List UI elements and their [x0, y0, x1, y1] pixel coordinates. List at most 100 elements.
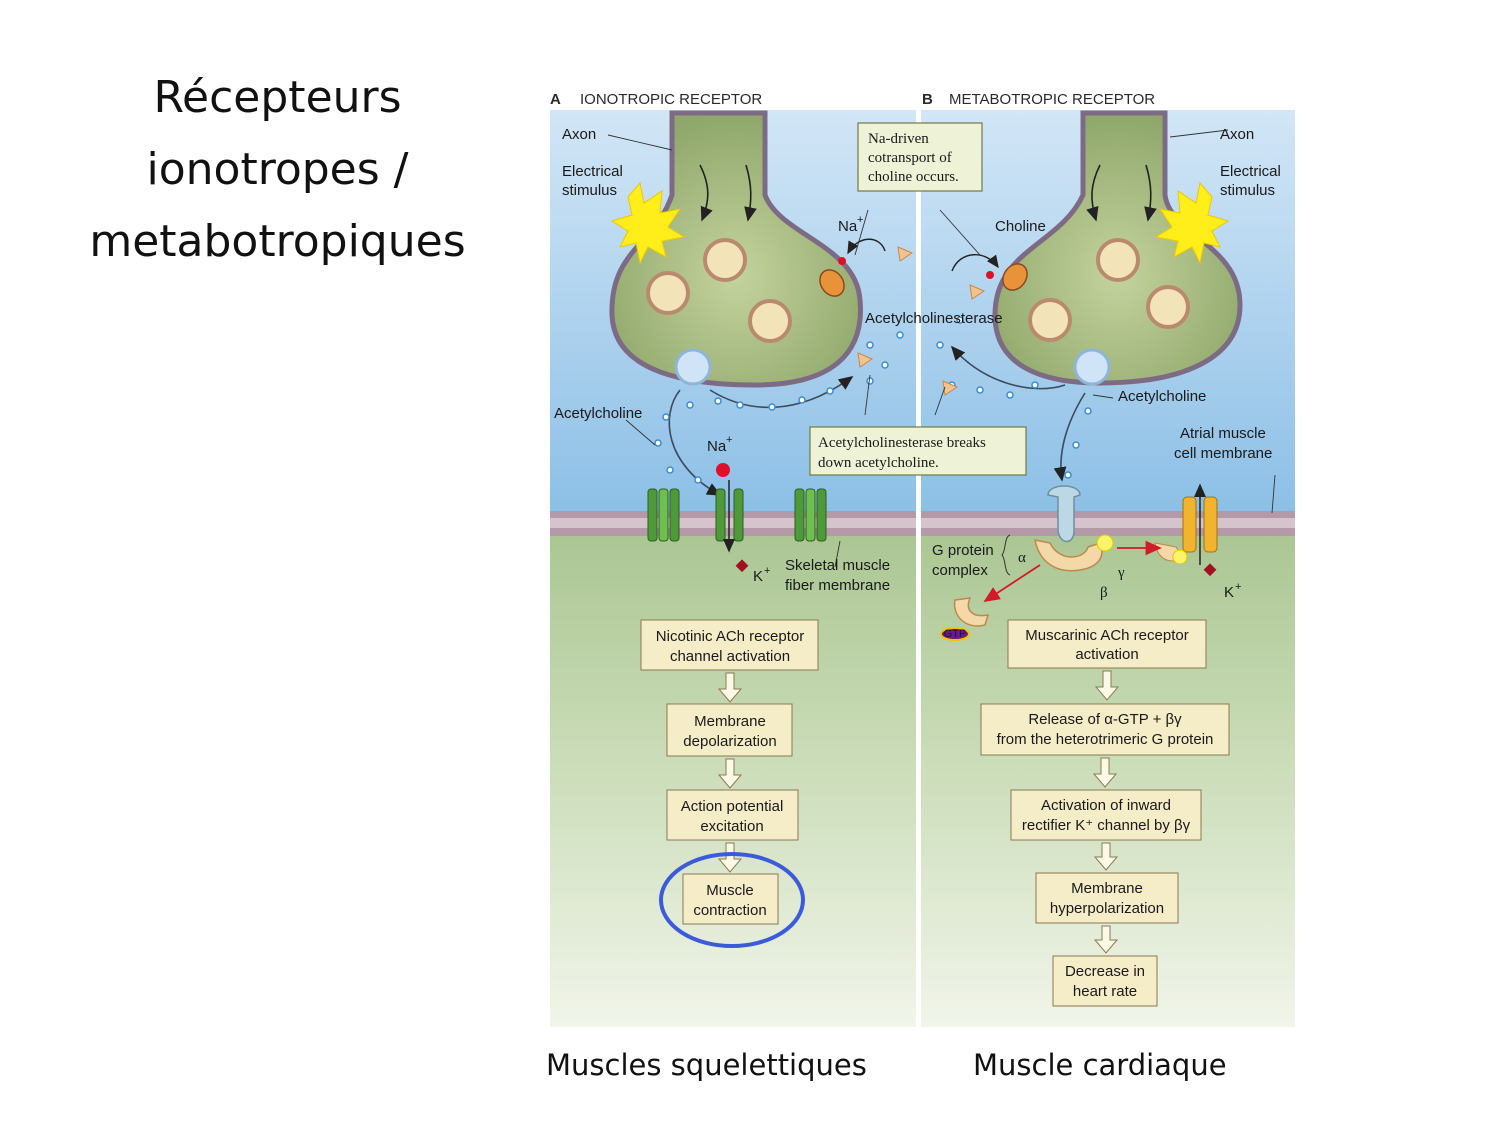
arrow-choline-reuptake-b — [951, 254, 999, 272]
slide-title-line-3: metabotropiques — [89, 216, 466, 267]
flow-b-box-5-line-1: Decrease in — [1065, 963, 1145, 980]
panel-b-nerve-terminal — [992, 110, 1243, 386]
panel-b-axon-arrow-1 — [1086, 164, 1101, 222]
flow-b-box-4-line-2: hyperpolarization — [1050, 900, 1164, 917]
flow-b-arrow-1 — [1094, 670, 1120, 701]
flow-b-box-4 — [1035, 872, 1179, 924]
callout-choline-line-1: Na-driven — [868, 131, 929, 147]
panel-a-axon-label: Axon — [562, 126, 596, 143]
panel-b-atrial-label-2: cell membrane — [1174, 445, 1272, 462]
flow-b-box-3-line-1: Activation of inward — [1041, 797, 1171, 814]
callout-choline-line-2: cotransport of — [868, 150, 952, 166]
gtp-label: GTP — [944, 628, 967, 640]
panel-b-k-channel — [1154, 483, 1218, 577]
panel-b-title: METABOTROPIC RECEPTOR — [949, 91, 1155, 108]
panel-a-acetylcholine-label: Acetylcholine — [554, 405, 642, 422]
panel-a-stimulus-label-2: stimulus — [562, 182, 617, 199]
flow-a-arrow-2 — [717, 758, 743, 789]
gamma-label: γ — [1117, 565, 1125, 581]
panel-a-na-top-label: Na — [838, 218, 858, 235]
flow-b-box-5-line-2: heart rate — [1073, 983, 1137, 1000]
flow-a-box-4-line-1: Muscle — [706, 882, 754, 899]
slide-title-line-1: Récepteurs — [153, 72, 402, 123]
flow-a-box-3-line-2: excitation — [700, 818, 763, 835]
flow-a-box-1 — [640, 619, 819, 671]
flow-a-box-2 — [666, 703, 793, 757]
flow-b-box-5 — [1052, 955, 1158, 1007]
panel-a-receptor-channels — [647, 463, 827, 573]
arrow-choline-reuptake-a — [847, 238, 886, 255]
callout-choline-line-3: choline occurs. — [868, 169, 959, 185]
flow-b-box-1 — [1007, 619, 1207, 669]
arrow-ach-to-esterase-a — [709, 376, 854, 409]
panel-b-letter: B — [922, 91, 933, 108]
slide-title: Récepteurs ionotropes / metabotropiques — [55, 62, 500, 278]
flow-b-box-2-line-1: Release of α-GTP + βγ — [1028, 711, 1182, 728]
panel-a-nerve-terminal — [609, 110, 863, 388]
caption-skeletal: Muscles squelettiques — [546, 1048, 867, 1082]
panel-b-stimulus-label-2: stimulus — [1220, 182, 1275, 199]
flow-b-box-2 — [980, 703, 1230, 756]
panel-b-stimulus-label-1: Electrical — [1220, 163, 1281, 180]
panel-a-choline-transporter — [819, 257, 846, 297]
panel-b-choline-label: Choline — [995, 218, 1046, 235]
flow-b-box-4-line-1: Membrane — [1071, 880, 1143, 897]
flow-b-arrow-2 — [1092, 757, 1118, 788]
alpha-label: α — [1018, 550, 1026, 566]
acetylcholinesterase-enzymes — [857, 246, 986, 396]
panel-b-k-label: K — [1224, 584, 1234, 601]
panel-a-k-label: K — [753, 568, 763, 585]
panel-a-na-channel-label: Na — [707, 438, 727, 455]
callout-breakdown-line-1: Acetylcholinesterase breaks — [818, 435, 986, 451]
panel-a-na-channel-sup: + — [726, 434, 732, 446]
panel-a-membrane-label-2: fiber membrane — [785, 577, 890, 594]
panel-a-stimulus-burst — [610, 181, 686, 265]
panel-b-acetylcholine-label: Acetylcholine — [1118, 388, 1206, 405]
panel-b-stimulus-burst — [1154, 181, 1230, 265]
arrow-ach-to-receptor-b — [1053, 392, 1086, 482]
flow-a-arrow-1 — [717, 672, 743, 703]
panel-a-flowchart: Nicotinic ACh receptor channel activatio… — [640, 619, 819, 948]
flow-b-arrow-3 — [1093, 842, 1119, 871]
panel-a-axon-arrow-1 — [699, 164, 713, 222]
flow-a-box-4 — [682, 873, 779, 925]
panel-a-na-top-sup: + — [857, 214, 863, 226]
panel-a-membrane-label-1: Skeletal muscle — [785, 557, 890, 574]
flow-a-box-3 — [666, 789, 799, 841]
panel-b-gprotein-label-1: G protein — [932, 542, 994, 559]
arrow-ach-to-esterase-b — [950, 345, 1066, 390]
panel-a-letter: A — [550, 91, 561, 108]
flow-b-box-1-line-1: Muscarinic ACh receptor — [1025, 627, 1188, 644]
panel-a-stimulus-label-1: Electrical — [562, 163, 623, 180]
panel-b-axon-arrow-2 — [1144, 164, 1157, 222]
panel-b-atrial-label-1: Atrial muscle — [1180, 425, 1266, 442]
leader-lines — [607, 129, 1276, 568]
highlight-circle — [659, 852, 805, 948]
flow-b-box-1-line-2: activation — [1075, 646, 1138, 663]
flow-a-box-4-line-2: contraction — [693, 902, 766, 919]
panel-b-k-sup: + — [1235, 581, 1241, 593]
panel-b-muscarinic-receptor — [1034, 485, 1114, 572]
callout-breakdown-line-2: down acetylcholine. — [818, 455, 939, 471]
callout-choline-cotransport: Na-driven cotransport of choline occurs. — [857, 122, 983, 192]
caption-cardiac: Muscle cardiaque — [973, 1048, 1227, 1082]
callout-ach-breakdown: Acetylcholinesterase breaks down acetylc… — [809, 426, 1027, 476]
slide-title-line-2: ionotropes / — [146, 144, 409, 195]
panel-a-k-sup: + — [764, 565, 770, 577]
arrow-ach-to-receptor-a — [668, 389, 722, 496]
panel-a-axon-arrow-2 — [744, 164, 757, 222]
flow-a-box-2-line-1: Membrane — [694, 713, 766, 730]
panel-a-title: IONOTROPIC RECEPTOR — [580, 91, 762, 108]
gprotein-brace — [1001, 534, 1011, 576]
alpha-gtp-subunit: GTP — [940, 597, 990, 641]
nicotinic-channel-1 — [647, 488, 680, 542]
panel-b-choline-transporter — [986, 263, 1028, 291]
panel-b-axon-label: Axon — [1220, 126, 1254, 143]
flow-b-box-3 — [1010, 789, 1202, 841]
arrow-galpha-release — [983, 564, 1041, 602]
receptor-diagram: A IONOTROPIC RECEPTOR B METABOTROPIC REC… — [550, 91, 1295, 1027]
flow-a-arrow-3 — [717, 842, 743, 873]
flow-a-box-1-line-1: Nicotinic ACh receptor — [656, 628, 804, 645]
beta-label: β — [1100, 585, 1108, 601]
flow-b-arrow-4 — [1093, 925, 1119, 954]
